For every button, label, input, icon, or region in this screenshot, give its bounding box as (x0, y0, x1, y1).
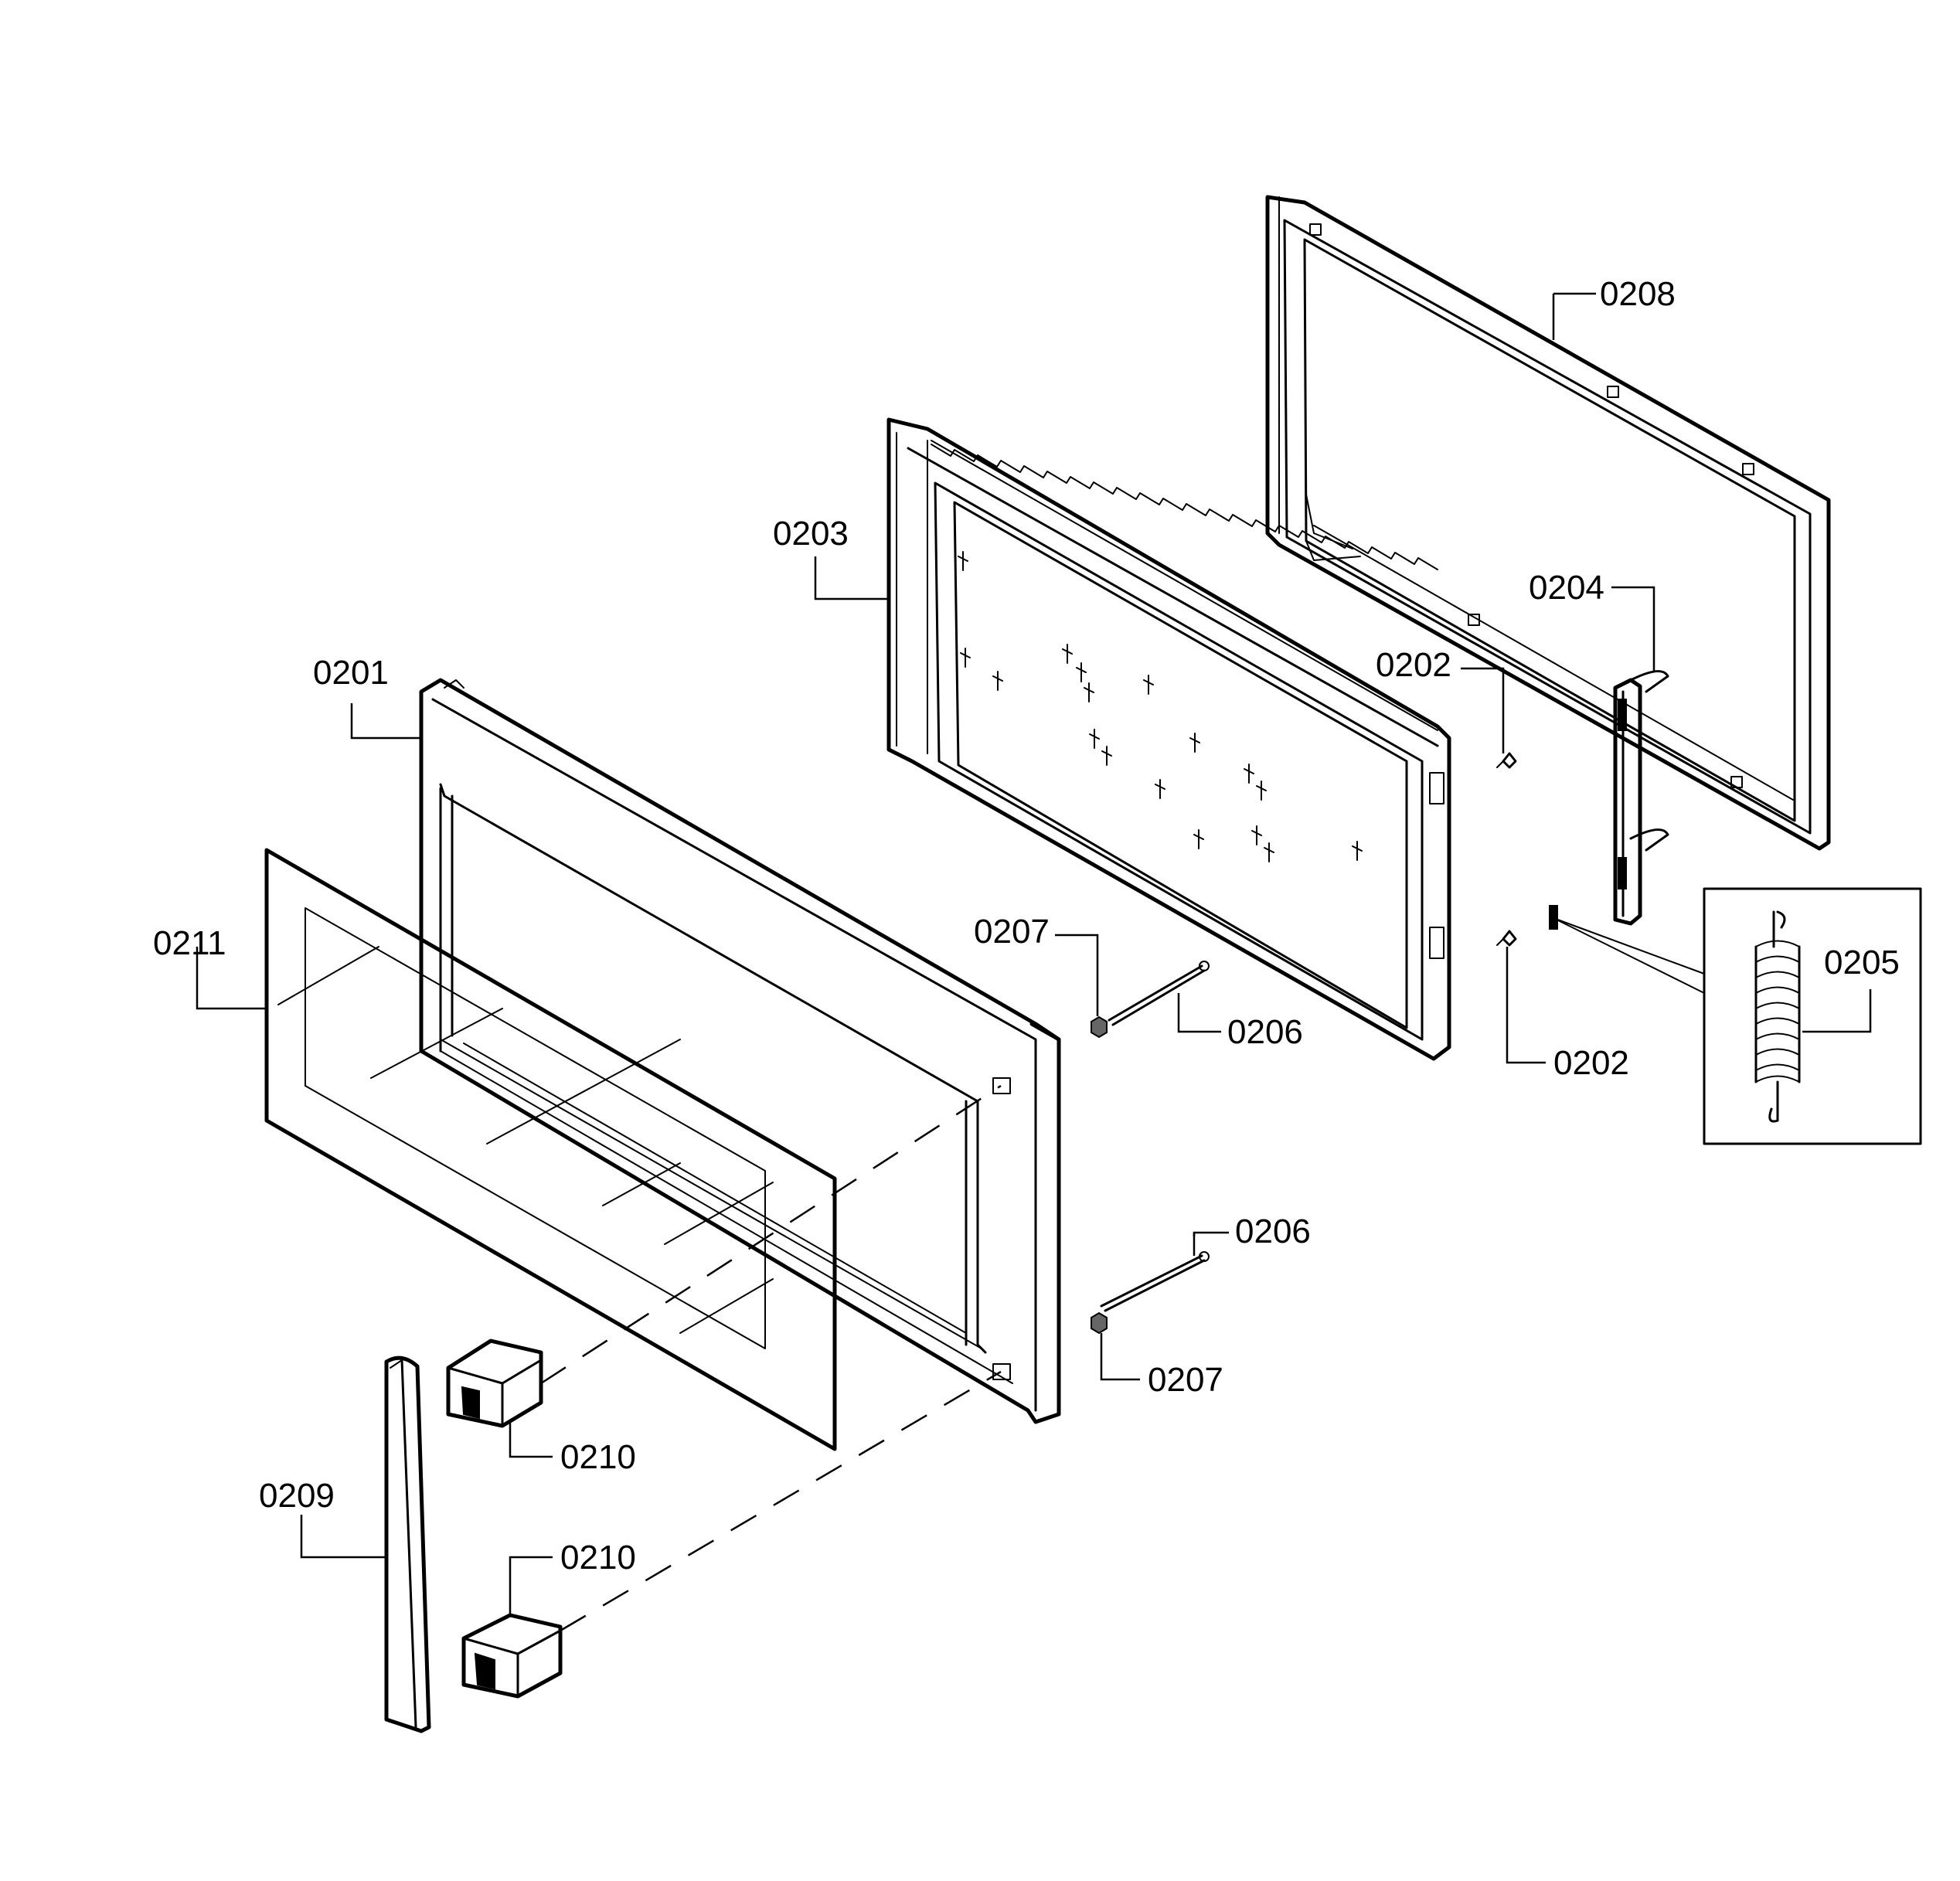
leader-0206b (1193, 1231, 1229, 1236)
callout-0204: 0204 (1529, 569, 1604, 607)
callout-0207-bottom: 0207 (1148, 1361, 1223, 1399)
callout-0209: 0209 (259, 1477, 335, 1515)
callout-0203: 0203 (773, 515, 849, 553)
part-0210-latch-blocks (446, 1338, 563, 1699)
leader-0204 (1611, 586, 1655, 672)
part-0208-rear-frame (1265, 195, 1831, 851)
part-0207-nuts (1091, 1015, 1108, 1335)
callout-0202-bottom: 0202 (1553, 1044, 1629, 1082)
callout-0205: 0205 (1824, 944, 1900, 981)
leader-0201 (350, 703, 421, 740)
callout-0210-top: 0210 (560, 1438, 636, 1476)
callout-0208: 0208 (1600, 275, 1676, 313)
leader-0206a (1177, 993, 1221, 1033)
callout-0206-bottom: 0206 (1235, 1213, 1311, 1250)
leader-0207b (1100, 1333, 1140, 1381)
callout-0207-top: 0207 (974, 913, 1050, 951)
part-0203-inner-panel (886, 417, 1451, 1061)
leader-0210b (509, 1556, 553, 1615)
part-0206-pins (1100, 961, 1210, 1312)
callout-0201: 0201 (313, 654, 389, 692)
part-0205-spring-detail (1549, 887, 1922, 1145)
callout-0210-bottom: 0210 (560, 1539, 636, 1577)
leader-0203 (814, 556, 890, 600)
callout-0206-top: 0206 (1227, 1013, 1303, 1051)
part-0202-screws (1496, 752, 1517, 947)
leader-lines (196, 292, 1872, 1615)
leader-0209 (300, 1515, 386, 1559)
leader-0205 (1802, 989, 1872, 1033)
part-0204-hinge-bracket (1613, 670, 1669, 926)
callout-0202-top: 0202 (1376, 646, 1451, 684)
leader-0207a (1055, 934, 1099, 1016)
part-0211-window-glass (264, 848, 837, 1451)
leader-0202b (1506, 947, 1546, 1064)
leader-0202a (1461, 667, 1505, 753)
leader-0210a (509, 1422, 553, 1458)
assembly-dash-lines (540, 1084, 1002, 1632)
callouts: 0208 0203 0201 0211 0204 0202 0202 0205 … (153, 275, 1900, 1577)
callout-0211: 0211 (153, 924, 226, 962)
part-0209-handle (384, 1355, 431, 1733)
leader-0211 (196, 947, 267, 1010)
